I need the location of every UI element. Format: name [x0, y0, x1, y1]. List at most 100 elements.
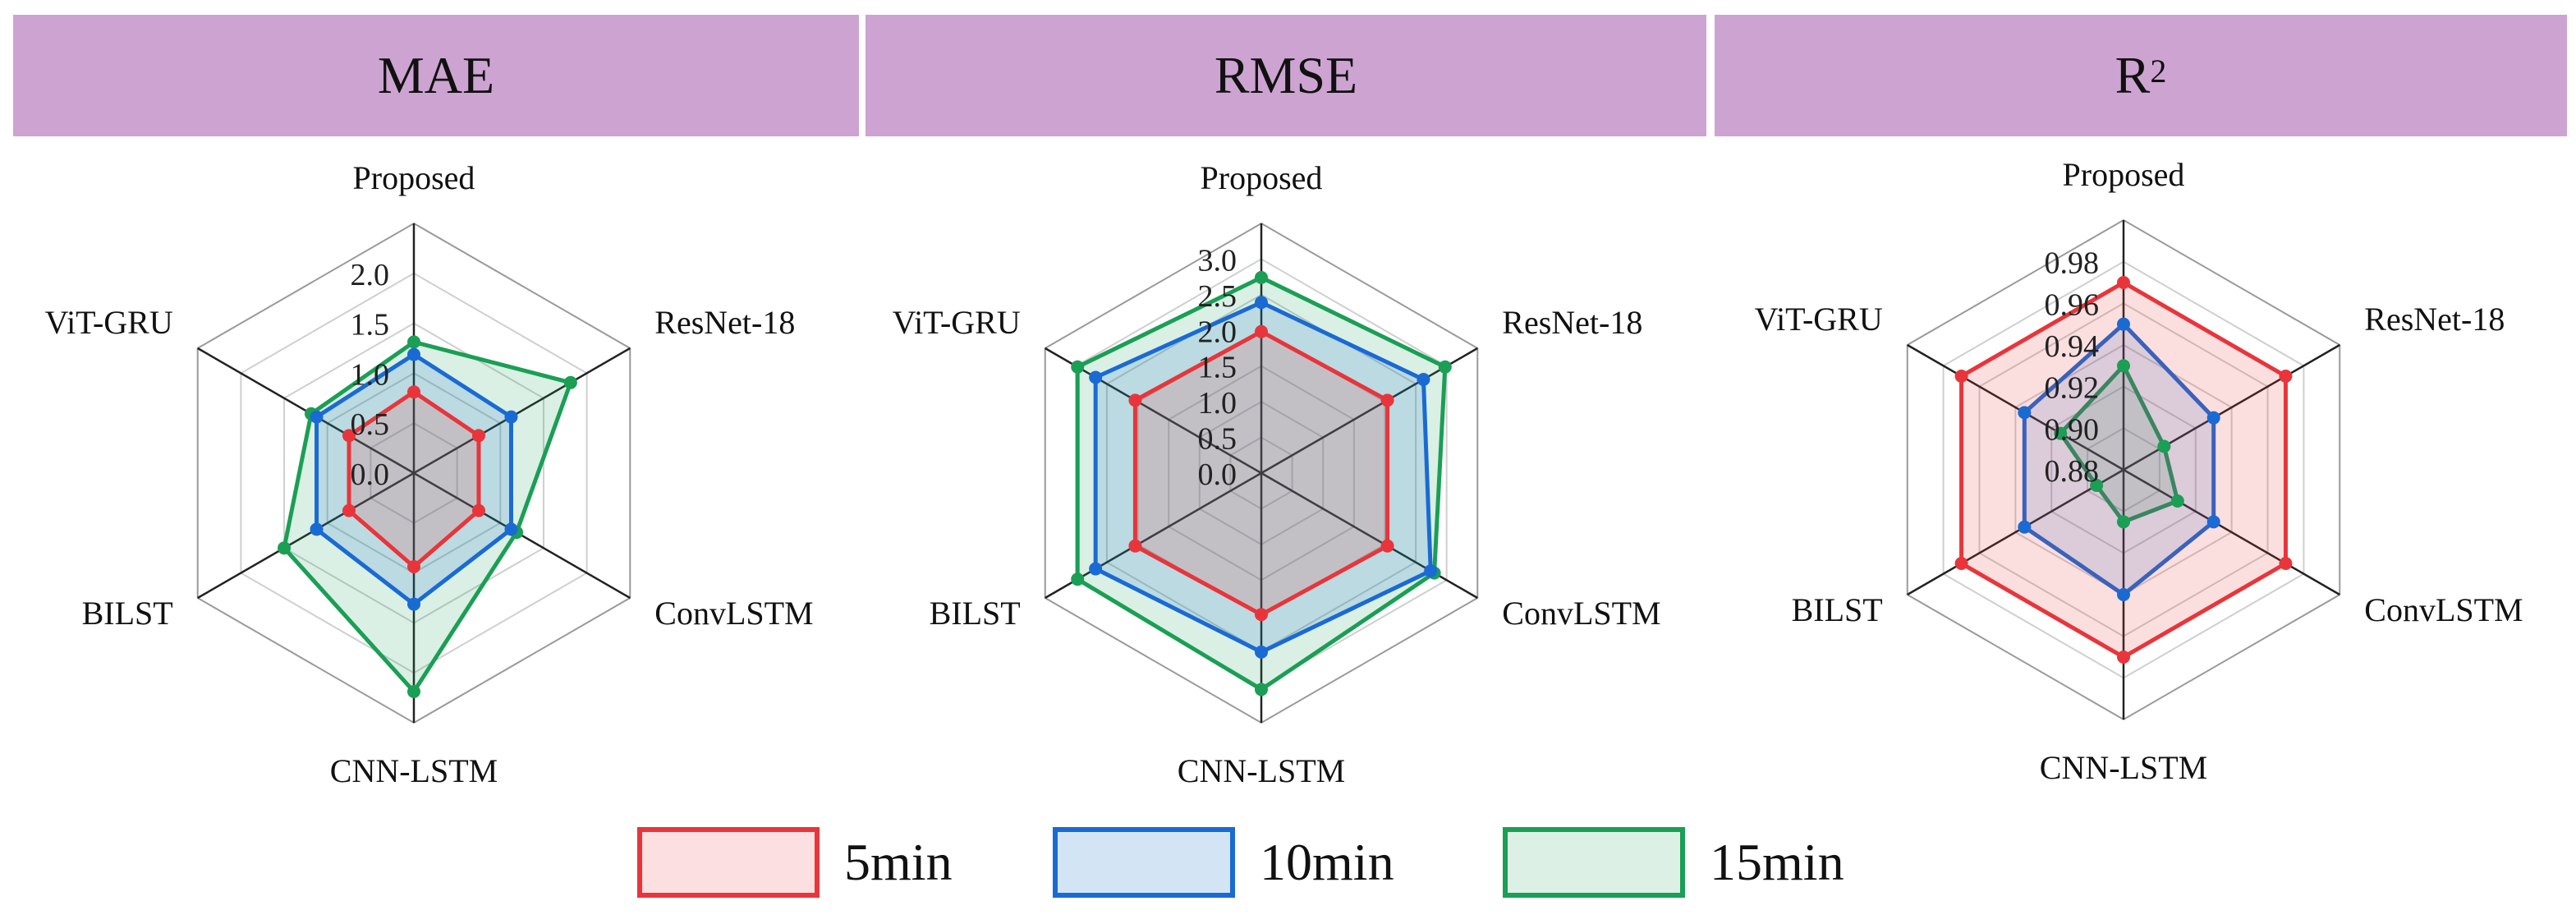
radar-chart-1: 0.00.51.01.52.02.53.0 ProposedResNet-18Co…: [893, 159, 1661, 789]
category-label: ViT-GRU: [1755, 301, 1883, 338]
tick-label: 0.92: [2045, 371, 2100, 406]
tick-label: 0.96: [2045, 287, 2100, 322]
category-label: BILST: [930, 595, 1021, 632]
tick-label: 2.5: [1198, 279, 1237, 314]
data-point-15min: [1438, 360, 1452, 374]
legend-item-5min: 5min: [637, 817, 953, 908]
data-point-5min: [407, 560, 420, 573]
legend-swatch-10min: [1053, 827, 1235, 898]
category-label: ResNet-18: [654, 304, 795, 341]
header-r2-superscript: 2: [2150, 52, 2167, 90]
data-point-5min: [471, 429, 485, 443]
header-rmse-text: RMSE: [1214, 46, 1358, 104]
data-point-10min: [407, 597, 420, 611]
data-point-5min: [2279, 557, 2293, 570]
legend-item-15min: 15min: [1503, 817, 1844, 908]
tick-label: 0.0: [351, 457, 390, 492]
data-point-15min: [1255, 270, 1268, 284]
data-point-15min: [2054, 426, 2068, 440]
category-label: ResNet-18: [2364, 301, 2505, 338]
data-point-5min: [1128, 393, 1142, 407]
data-point-5min: [2279, 370, 2293, 383]
data-point-15min: [407, 685, 420, 698]
category-label: CNN-LSTM: [330, 752, 498, 789]
tick-label: 2.0: [1198, 315, 1237, 349]
radar-charts: 0.00.51.01.52.0ProposedResNet-18ConvLSTM…: [45, 156, 2523, 789]
category-label: Proposed: [2063, 156, 2185, 193]
data-point-10min: [2206, 411, 2220, 425]
category-label: ViT-GRU: [45, 304, 173, 341]
data-point-5min: [2117, 276, 2130, 289]
tick-label: 0.5: [351, 407, 390, 442]
axis-spoke: [2123, 468, 2340, 596]
category-label: ConvLSTM: [654, 595, 813, 632]
data-point-10min: [1089, 562, 1103, 576]
data-point-15min: [278, 541, 292, 555]
tick-label: 1.0: [1198, 386, 1237, 421]
data-point-10min: [2018, 406, 2032, 420]
data-point-15min: [563, 375, 577, 389]
data-point-5min: [1255, 324, 1268, 338]
data-point-10min: [1424, 564, 1438, 578]
category-label: CNN-LSTM: [1178, 752, 1345, 789]
data-point-15min: [1071, 572, 1085, 586]
data-point-5min: [2117, 650, 2130, 664]
data-point-15min: [1071, 360, 1085, 374]
data-point-10min: [504, 522, 518, 536]
tick-label: 0.5: [1198, 422, 1237, 457]
tick-label: 1.0: [351, 357, 390, 392]
radar-chart-0: 0.00.51.01.52.0ProposedResNet-18ConvLSTM…: [45, 159, 814, 789]
data-point-15min: [2117, 359, 2130, 373]
axis-spoke: [1907, 343, 2124, 471]
category-label: ConvLSTM: [1502, 595, 1660, 632]
legend-swatch-15min: [1503, 827, 1685, 898]
data-point-15min: [407, 335, 420, 349]
data-point-5min: [1128, 539, 1142, 553]
tick-label: 0.94: [2045, 329, 2100, 364]
header-rmse: RMSE: [866, 15, 1706, 136]
category-label: Proposed: [353, 159, 475, 196]
tick-label: 1.5: [351, 308, 390, 342]
category-label: ViT-GRU: [893, 304, 1021, 341]
data-point-5min: [407, 385, 420, 399]
data-point-10min: [310, 522, 324, 536]
legend-item-10min: 10min: [1053, 817, 1394, 908]
radar-chart-2: 0.88 0.90 0.92 0.94 0.96 0.98 ProposedResNet-1…: [1755, 156, 2523, 786]
axis-spoke: [197, 471, 415, 600]
data-point-15min: [2090, 479, 2104, 492]
data-point-5min: [1954, 370, 1968, 383]
header-r2-text: R: [2115, 46, 2151, 104]
category-label: BILST: [1792, 591, 1883, 628]
tick-label: 0.98: [2045, 246, 2100, 281]
data-point-5min: [1255, 608, 1268, 622]
tick-label: 3.0: [1198, 243, 1237, 278]
tick-label: 1.5: [1198, 351, 1237, 385]
data-point-5min: [1954, 557, 1968, 570]
data-point-10min: [1255, 645, 1268, 659]
axis-spoke: [413, 347, 631, 475]
data-point-5min: [342, 429, 356, 443]
legend-label-10min: 10min: [1260, 833, 1394, 891]
data-point-10min: [2206, 515, 2220, 529]
category-label: ResNet-18: [1502, 304, 1642, 341]
legend-label-15min: 15min: [1710, 833, 1844, 891]
tick-label: 0.88: [2045, 454, 2100, 489]
axis-spoke: [1907, 468, 2124, 596]
data-point-10min: [1255, 296, 1268, 310]
data-point-5min: [1380, 539, 1394, 553]
category-label: Proposed: [1201, 159, 1323, 196]
category-label: ConvLSTM: [2364, 591, 2523, 628]
data-point-10min: [2117, 588, 2130, 601]
tick-label: 0.0: [1198, 457, 1237, 492]
data-point-10min: [2117, 317, 2130, 331]
legend-label-5min: 5min: [844, 833, 953, 891]
data-point-5min: [1380, 393, 1394, 407]
tick-label: 0.90: [2045, 412, 2100, 447]
header-mae: MAE: [13, 15, 859, 136]
data-point-15min: [2157, 439, 2171, 453]
category-label: CNN-LSTM: [2040, 749, 2207, 786]
data-point-5min: [471, 503, 485, 517]
data-point-15min: [1255, 683, 1268, 696]
data-point-10min: [407, 347, 420, 361]
